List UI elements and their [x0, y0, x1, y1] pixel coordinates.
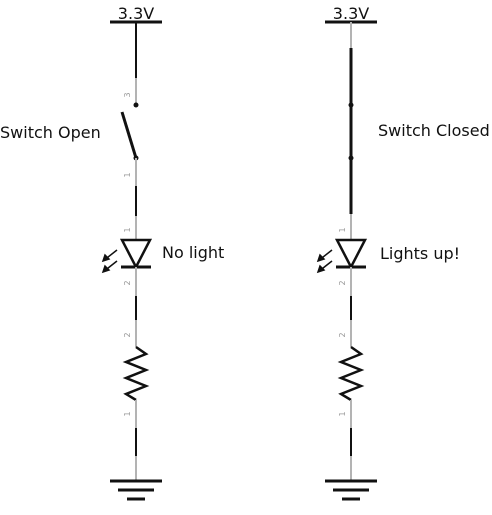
left-resistor-zigzag — [122, 345, 150, 402]
left-led-label: No light — [162, 243, 224, 262]
left-led-pin-bottom: 2 — [123, 280, 132, 285]
left-switch-terminal-top — [133, 102, 139, 108]
left-resistor-pin-bottom: 1 — [123, 411, 132, 416]
right-ground-icon — [325, 479, 377, 501]
left-switch-pin-top: 3 — [123, 92, 132, 97]
right-switch-terminal-top — [348, 102, 354, 108]
right-led-label: Lights up! — [380, 244, 460, 263]
right-led-pin-bottom: 2 — [338, 280, 347, 285]
right-resistor-zigzag — [337, 345, 365, 402]
right-supply-label: 3.3V — [333, 4, 369, 23]
right-led-triangle — [334, 238, 368, 270]
left-switch-label: Switch Open — [0, 123, 101, 142]
left-circuit: 3.3V 3 1 Switch Open 1 No light 2 2 — [0, 4, 224, 501]
left-led-triangle — [119, 238, 153, 270]
left-switch-blade — [120, 111, 138, 159]
right-led-pin-top: 1 — [338, 227, 347, 232]
left-switch-pin-bottom: 1 — [123, 172, 132, 177]
right-led-emission-arrows-icon — [316, 249, 333, 274]
right-resistor-pin-bottom: 1 — [338, 411, 347, 416]
right-switch-terminal-bottom — [348, 155, 354, 161]
right-resistor-pin-top: 2 — [338, 332, 347, 337]
left-supply-label: 3.3V — [118, 4, 154, 23]
left-resistor-pin-top: 2 — [123, 332, 132, 337]
left-led-emission-arrows-icon — [101, 249, 118, 274]
left-led-pin-top: 1 — [123, 227, 132, 232]
right-switch-label: Switch Closed — [378, 121, 490, 140]
left-ground-icon — [110, 479, 162, 501]
right-circuit: 3.3V Switch Closed 1 Lights up! 2 2 1 — [316, 4, 490, 501]
